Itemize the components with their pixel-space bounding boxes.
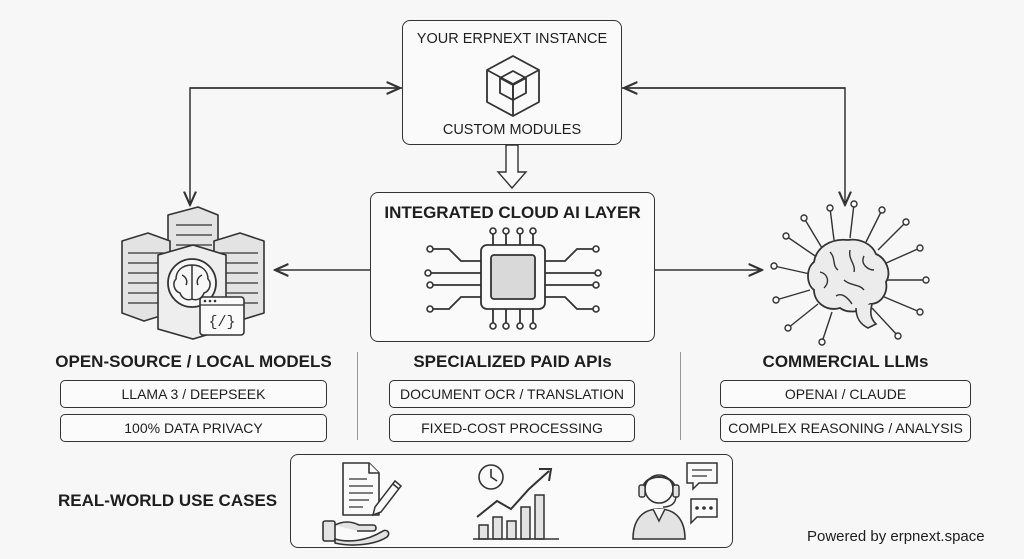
document-hand-icon bbox=[322, 462, 403, 546]
cloud-ai-layer-box: INTEGRATED CLOUD AI LAYER bbox=[370, 192, 655, 342]
support-agent-icon bbox=[632, 462, 718, 540]
column-heading-apis: SPECIALIZED PAID APIs bbox=[413, 352, 612, 371]
column-divider-left bbox=[357, 352, 359, 440]
column-divider-right bbox=[680, 352, 682, 440]
local-item-models: LLAMA 3 / DEEPSEEK bbox=[60, 380, 327, 408]
chip-icon bbox=[424, 227, 602, 330]
commercial-item-reasoning: COMPLEX REASONING / ANALYSIS bbox=[720, 414, 971, 442]
api-item-fixed-cost: FIXED-COST PROCESSING bbox=[389, 414, 635, 442]
svg-text:{/}: {/} bbox=[208, 314, 235, 331]
arrow-down-hollow bbox=[496, 144, 528, 190]
erpnext-instance-box: YOUR ERPNEXT INSTANCE CUSTOM MODULES bbox=[402, 20, 622, 145]
use-cases-label: REAL-WORLD USE CASES bbox=[58, 491, 278, 510]
powered-by-footer: Powered by erpnext.space bbox=[807, 528, 985, 545]
cube-icon bbox=[486, 55, 540, 117]
column-heading-local: OPEN-SOURCE / LOCAL MODELS bbox=[55, 352, 332, 371]
arrow-top-to-local bbox=[190, 87, 402, 205]
brain-network-icon bbox=[770, 200, 930, 346]
growth-chart-icon bbox=[473, 464, 559, 540]
custom-modules-label: CUSTOM MODULES bbox=[442, 122, 582, 138]
arrow-top-to-commercial bbox=[622, 87, 845, 205]
use-cases-box bbox=[290, 454, 733, 548]
cloud-ai-layer-title: INTEGRATED CLOUD AI LAYER bbox=[384, 203, 641, 222]
commercial-item-providers: OPENAI / CLAUDE bbox=[720, 380, 971, 408]
api-item-ocr: DOCUMENT OCR / TRANSLATION bbox=[389, 380, 635, 408]
local-item-privacy: 100% DATA PRIVACY bbox=[60, 414, 327, 442]
server-brain-icon: {/} bbox=[121, 206, 265, 340]
column-heading-commercial: COMMERCIAL LLMs bbox=[762, 352, 929, 371]
erpnext-instance-title: YOUR ERPNEXT INSTANCE bbox=[416, 31, 608, 47]
